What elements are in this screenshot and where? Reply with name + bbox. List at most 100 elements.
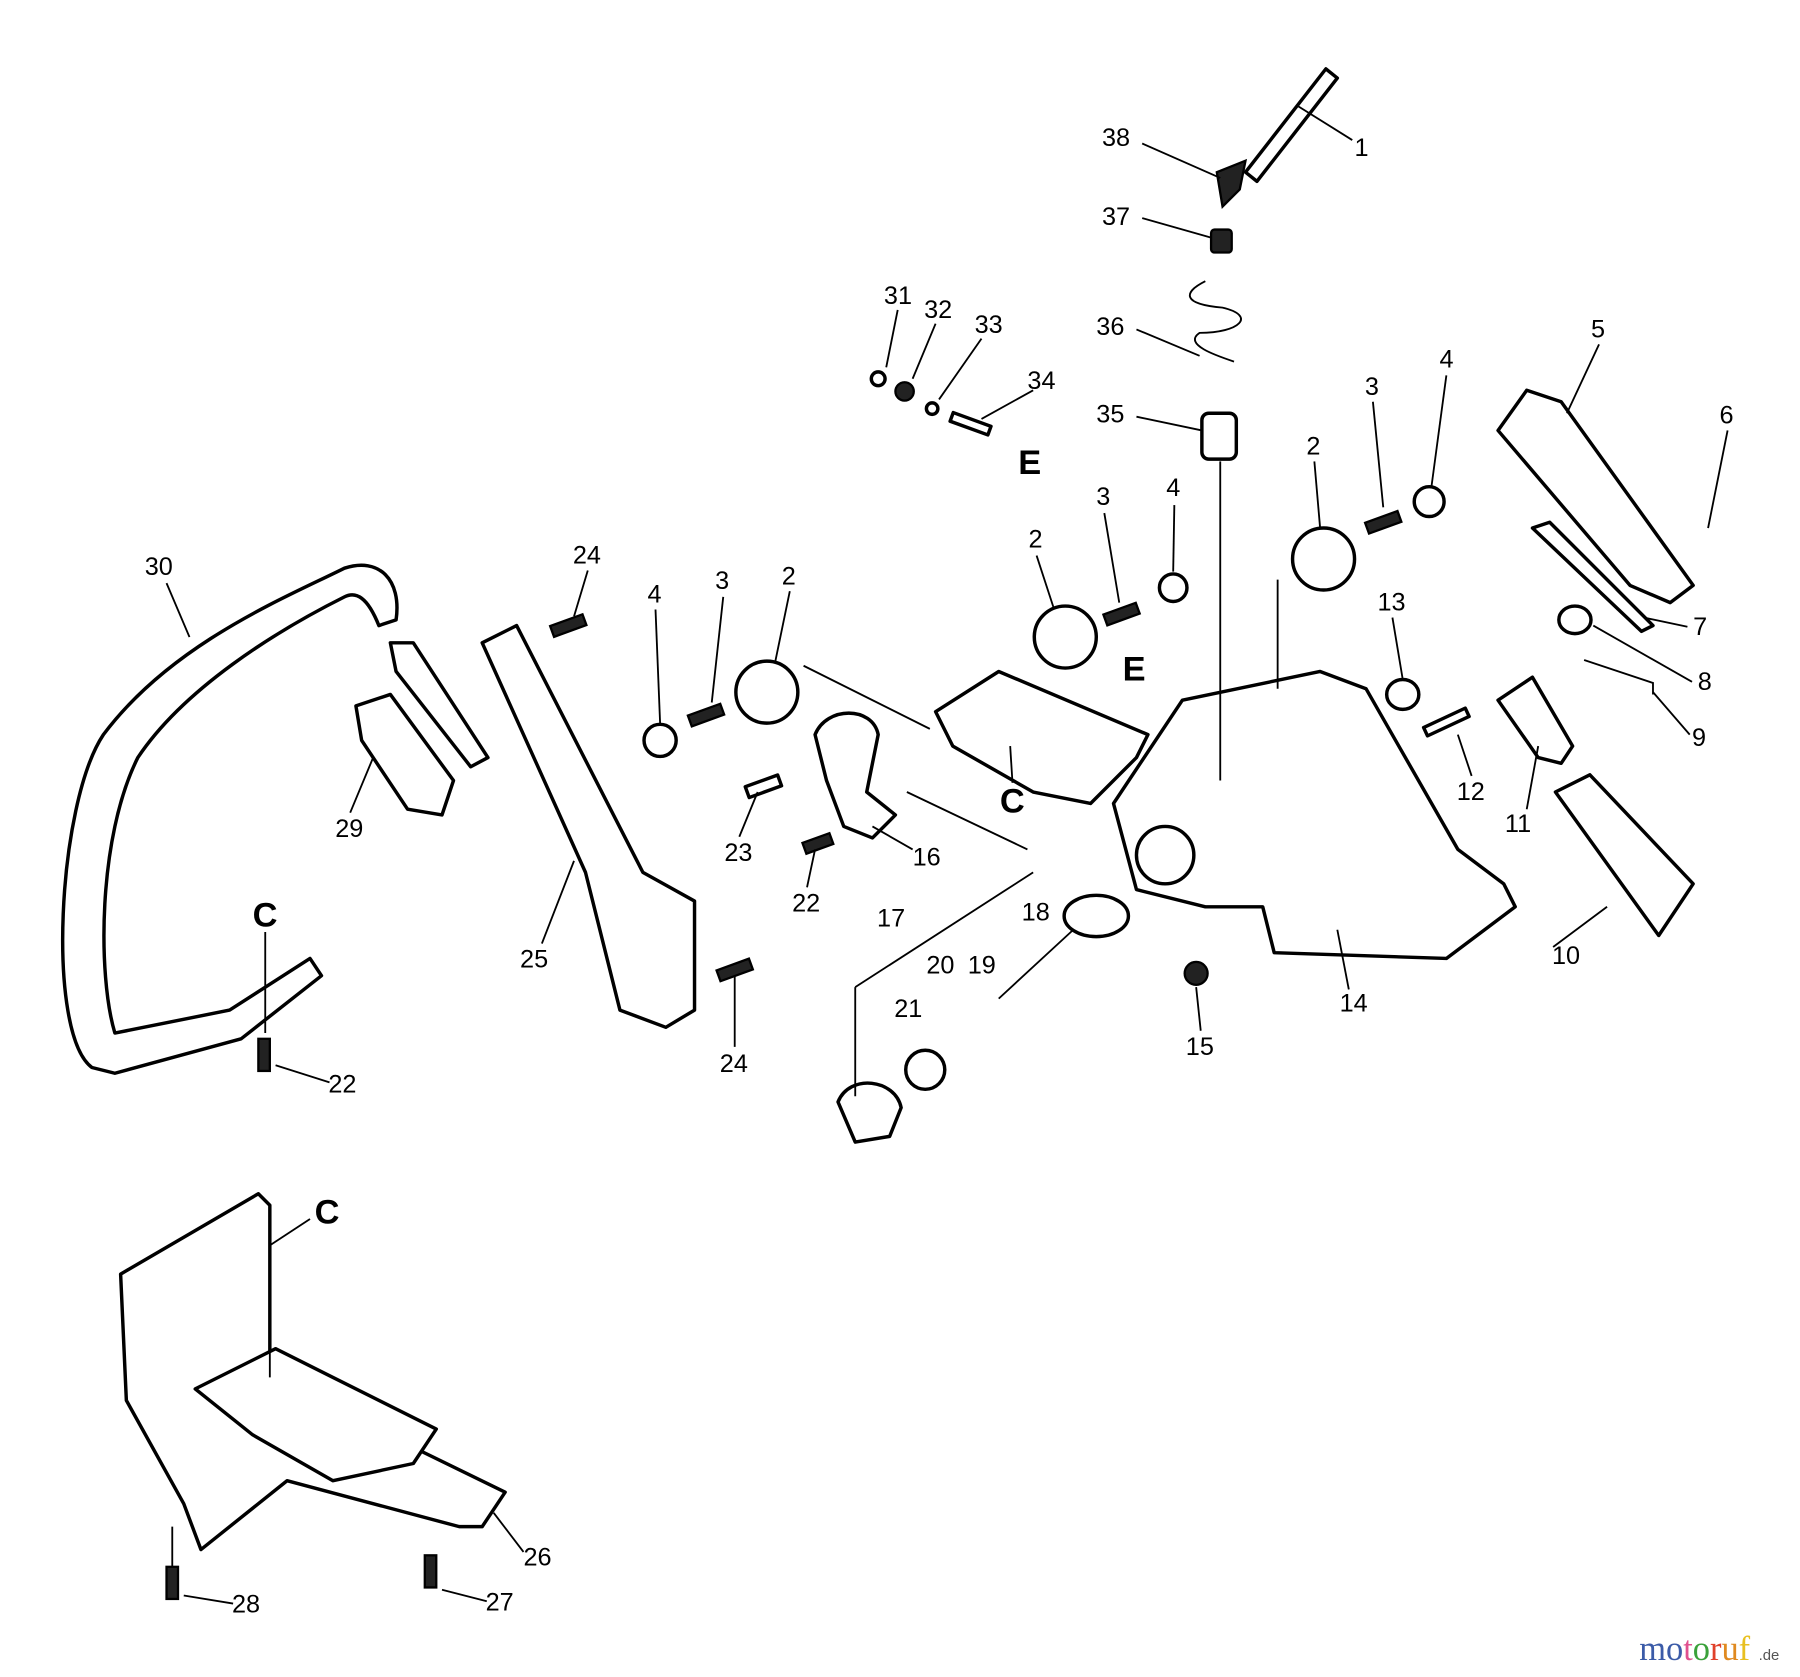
label: 13 [1378, 589, 1406, 617]
label: 8 [1698, 668, 1712, 696]
bolt-23 [743, 773, 784, 800]
logo-letter: t [1683, 1630, 1693, 1668]
label: 20 [926, 951, 954, 979]
label: 3 [715, 567, 729, 595]
part-13 [1384, 677, 1421, 712]
label: 38 [1102, 124, 1130, 152]
part-c-plate [933, 669, 1150, 806]
part-29 [354, 692, 456, 817]
reference-letter: E [1123, 651, 1146, 689]
label: 36 [1096, 313, 1124, 341]
label: 2 [1306, 433, 1320, 461]
part-7 [1530, 520, 1655, 634]
part-2-grommet [1032, 604, 1099, 670]
bolt-22 [257, 1037, 271, 1073]
label: 4 [1166, 474, 1180, 502]
label: 35 [1096, 400, 1124, 428]
svg-text:motoruf: motoruf [1639, 1630, 1750, 1668]
bolt [686, 702, 726, 728]
part-shapes [60, 67, 1695, 1601]
reference-letter: C [253, 896, 278, 934]
logo-letter: m [1639, 1630, 1666, 1668]
label: 9 [1692, 724, 1706, 752]
leader-lines [165, 104, 1729, 1605]
logo-letter: o [1693, 1630, 1710, 1668]
label: 37 [1102, 203, 1130, 231]
part-25-rear-handle-frame [480, 623, 697, 1030]
label: 24 [720, 1050, 748, 1078]
part-labels: 38 1 37 36 35 31 32 33 34 5 6 3 4 2 3 4 … [145, 124, 1734, 1619]
label: 26 [524, 1544, 552, 1572]
part-4-washer [642, 722, 678, 759]
label: 19 [968, 951, 996, 979]
label: 32 [924, 296, 952, 324]
logo-letter: u [1721, 1630, 1738, 1668]
part-14-tank-body [1111, 669, 1517, 961]
part-36-spring [1188, 280, 1242, 363]
reference-letter: E [1018, 444, 1041, 482]
label: 17 [877, 904, 905, 932]
label: 7 [1693, 613, 1707, 641]
label: 22 [792, 889, 820, 917]
bolt-27 [423, 1554, 438, 1589]
label: 29 [335, 815, 363, 843]
label: 2 [1029, 526, 1043, 554]
bolt-22 [800, 831, 835, 856]
part-21-oring [904, 1048, 947, 1092]
bolt [1363, 509, 1403, 536]
label: 5 [1591, 315, 1605, 343]
front-handle-bar [60, 563, 399, 1075]
part-15-plug [1183, 960, 1209, 986]
label: 4 [1439, 345, 1453, 373]
part-11 [1496, 675, 1575, 766]
part-9-spring [1583, 659, 1654, 695]
label: 4 [647, 581, 661, 609]
part-35 [1200, 411, 1239, 461]
part-28-bracket [193, 1346, 438, 1483]
logo-letter: o [1666, 1630, 1683, 1668]
logo-letter: f [1739, 1630, 1751, 1668]
tank-opening [1134, 824, 1196, 886]
part-38 [1215, 158, 1248, 210]
logo-letter: r [1710, 1630, 1722, 1668]
label: 22 [328, 1071, 356, 1099]
label: 11 [1505, 810, 1531, 838]
part-1-rod [1243, 67, 1340, 184]
part-16-bracket [813, 711, 898, 840]
label: 15 [1186, 1033, 1214, 1061]
bolt-24 [548, 612, 588, 639]
label: 31 [884, 282, 912, 310]
bolt [1101, 601, 1142, 627]
label: 2 [782, 562, 796, 590]
handle-pad [388, 641, 490, 769]
part-32 [894, 381, 915, 402]
part-33 [924, 401, 940, 417]
bolt-28 [165, 1565, 180, 1601]
label: 27 [486, 1588, 514, 1616]
label: 18 [1022, 899, 1050, 927]
label: 16 [913, 843, 941, 871]
label: 3 [1096, 483, 1110, 511]
part-2-grommet [734, 659, 800, 725]
part-37 [1209, 228, 1233, 254]
part-4-washer [1157, 572, 1189, 604]
part-4-washer [1412, 484, 1446, 519]
label: 14 [1340, 989, 1368, 1017]
label: 33 [975, 311, 1003, 339]
label: 34 [1027, 367, 1055, 395]
label: 30 [145, 553, 173, 581]
label: 3 [1365, 373, 1379, 401]
svg-text:.de: .de [1759, 1647, 1780, 1664]
label: 10 [1552, 942, 1580, 970]
label: 25 [520, 946, 548, 974]
label: 6 [1720, 402, 1734, 430]
part-31 [869, 370, 887, 388]
part-5 [1496, 388, 1695, 605]
label: 28 [232, 1591, 260, 1619]
part-8 [1557, 604, 1593, 636]
label: 23 [724, 839, 752, 867]
label: 12 [1457, 778, 1485, 806]
label: 24 [573, 542, 601, 570]
part-10 [1553, 773, 1695, 938]
